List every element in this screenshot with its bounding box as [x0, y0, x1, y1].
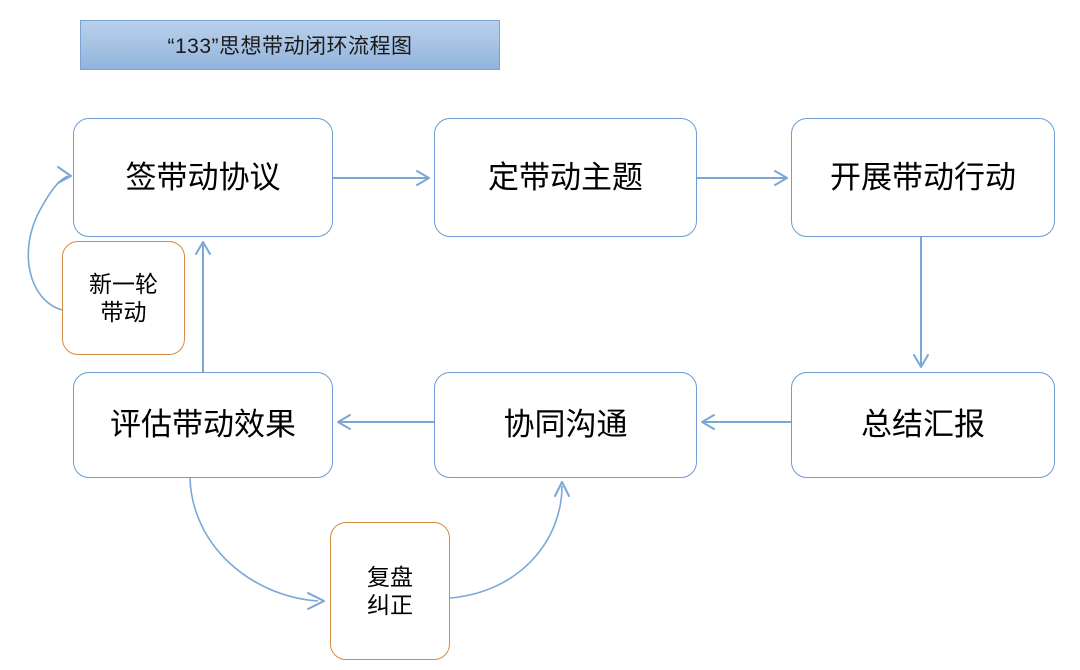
edge-sign-to-theme: [333, 170, 430, 186]
chart-title-banner: “133”思想带动闭环流程图: [80, 20, 500, 70]
edge-evaluate-to-sign: [195, 241, 211, 372]
node-label: 开展带动行动: [830, 159, 1016, 195]
node-label: 协同沟通: [503, 407, 628, 443]
node-label: 定带动主题: [488, 159, 643, 195]
node-label: 评估带动效果: [110, 407, 296, 443]
node-sign-agreement[interactable]: 签带动协议: [73, 118, 333, 237]
edge-evaluate-to-review: [189, 477, 325, 610]
node-label: 总结汇报: [861, 407, 985, 443]
node-label: 新一轮 带动: [89, 270, 158, 325]
node-collaborate-communicate[interactable]: 协同沟通: [434, 372, 697, 478]
node-carry-out-action[interactable]: 开展带动行动: [791, 118, 1055, 237]
node-review-correct[interactable]: 复盘 纠正: [330, 522, 450, 660]
node-summary-report[interactable]: 总结汇报: [791, 372, 1055, 478]
edge-communicate-to-evaluate: [337, 414, 434, 430]
node-evaluate-effect[interactable]: 评估带动效果: [73, 372, 333, 478]
edge-review-to-communicate: [449, 481, 570, 599]
node-new-round[interactable]: 新一轮 带动: [62, 241, 185, 355]
node-label: 签带动协议: [125, 159, 281, 195]
node-set-theme[interactable]: 定带动主题: [434, 118, 697, 237]
edge-action-to-report: [913, 237, 929, 368]
node-label: 复盘 纠正: [367, 563, 413, 618]
edge-theme-to-action: [697, 170, 788, 186]
page-title: “133”思想带动闭环流程图: [167, 35, 413, 58]
edge-report-to-communicate: [701, 414, 791, 430]
